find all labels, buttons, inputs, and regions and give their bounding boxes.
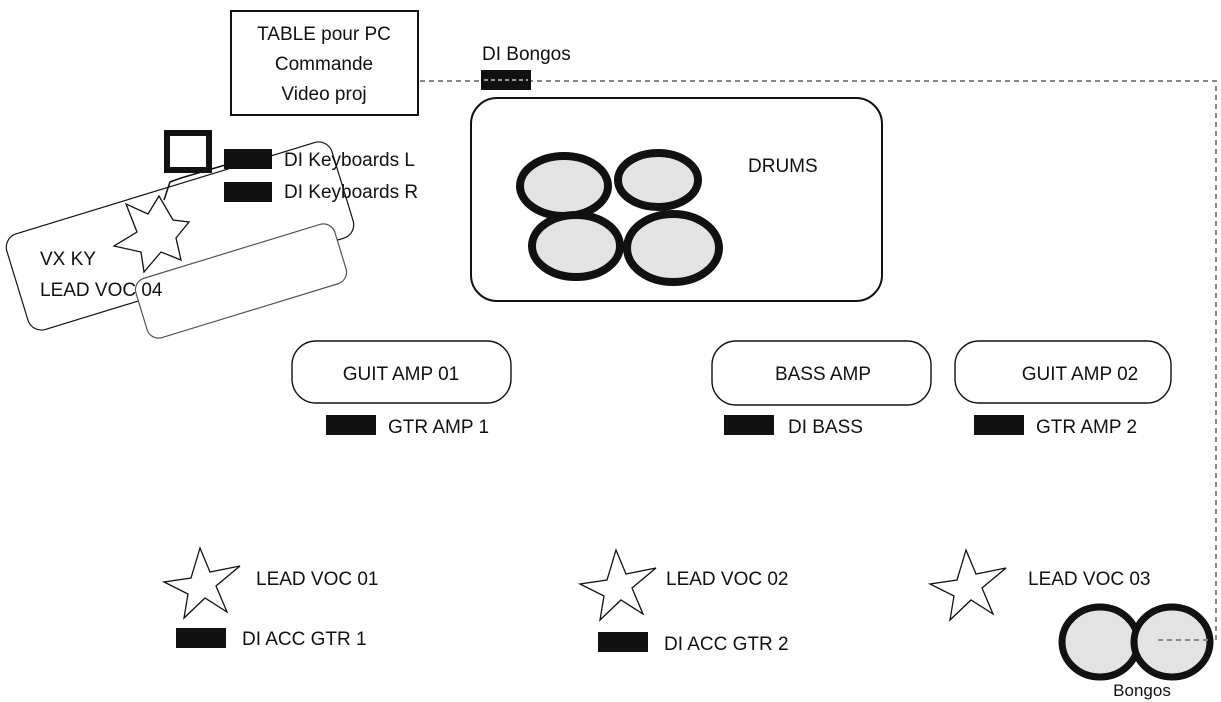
bongos-cable — [420, 80, 1217, 641]
gtr-amp-2-di-box — [974, 415, 1024, 435]
gtr-amp-2-label: GTR AMP 2 — [1036, 417, 1137, 438]
lead-voc-03: LEAD VOC 03 — [927, 548, 1151, 622]
drums-label: DRUMS — [748, 156, 818, 177]
lead-voc-01-star-icon — [161, 546, 241, 620]
di-bass-box — [724, 415, 774, 435]
guit-amp-02-label: GUIT AMP 02 — [1022, 364, 1139, 385]
bongos: Bongos — [1058, 603, 1214, 700]
guit-amp-01: GUIT AMP 01 GTR AMP 1 — [291, 340, 512, 438]
di-bongos-label: DI Bongos — [482, 44, 571, 65]
drum-tom-2 — [614, 149, 702, 211]
drum-kick — [623, 210, 723, 286]
gtr-amp-1-label: GTR AMP 1 — [388, 417, 489, 438]
bongos-label: Bongos — [1113, 681, 1171, 700]
di-keyboards-l-box — [224, 149, 272, 169]
di-acc-gtr-2-box — [598, 632, 648, 652]
lead-voc-01: LEAD VOC 01 DI ACC GTR 1 — [161, 546, 379, 650]
gtr-amp-1-di-box — [326, 415, 376, 435]
keyboard-mic-cable — [163, 157, 250, 201]
lead-voc-03-label: LEAD VOC 03 — [1028, 569, 1151, 590]
keyboard-label-1: VX KY — [40, 249, 96, 270]
drum-tom-1 — [516, 152, 612, 220]
di-keyboards-r-label: DI Keyboards R — [284, 182, 418, 203]
di-bass-label: DI BASS — [788, 417, 863, 438]
keyboard-card-front — [134, 223, 348, 339]
pc-table-line-2: Commande — [275, 54, 373, 75]
di-keyboards-l-label: DI Keyboards L — [284, 150, 415, 171]
lead-voc-03-star-icon — [927, 548, 1007, 622]
bass-amp: BASS AMP DI BASS — [711, 340, 932, 438]
guit-amp-01-label: GUIT AMP 01 — [343, 364, 460, 385]
lead-voc-01-label: LEAD VOC 01 — [256, 569, 379, 590]
pc-table: TABLE pour PC Commande Video proj — [230, 10, 419, 116]
di-bongos: DI Bongos — [481, 44, 571, 90]
drum-floor-tom — [528, 211, 624, 281]
drums-riser: DRUMS — [470, 97, 883, 302]
keyboard-vocal-star-icon — [112, 194, 191, 274]
guit-amp-02: GUIT AMP 02 GTR AMP 2 — [954, 340, 1172, 438]
pc-table-line-3: Video proj — [281, 84, 366, 105]
bass-amp-label: BASS AMP — [775, 364, 871, 385]
lead-voc-02-label: LEAD VOC 02 — [666, 569, 789, 590]
pc-table-line-1: TABLE pour PC — [257, 24, 391, 45]
lead-voc-02-star-icon — [577, 548, 657, 622]
di-acc-gtr-1-label: DI ACC GTR 1 — [242, 629, 367, 650]
di-keyboards-r: DI Keyboards R — [224, 182, 418, 203]
di-keyboards-r-box — [224, 182, 272, 202]
di-acc-gtr-2-label: DI ACC GTR 2 — [664, 634, 789, 655]
keyboard-monitor — [164, 130, 212, 173]
di-acc-gtr-1-box — [176, 628, 226, 648]
bongo-right — [1130, 603, 1214, 681]
lead-voc-02: LEAD VOC 02 DI ACC GTR 2 — [577, 548, 789, 655]
bongo-left — [1058, 603, 1142, 681]
di-keyboards-l: DI Keyboards L — [224, 149, 415, 171]
keyboard-label-2: LEAD VOC 04 — [40, 280, 163, 301]
